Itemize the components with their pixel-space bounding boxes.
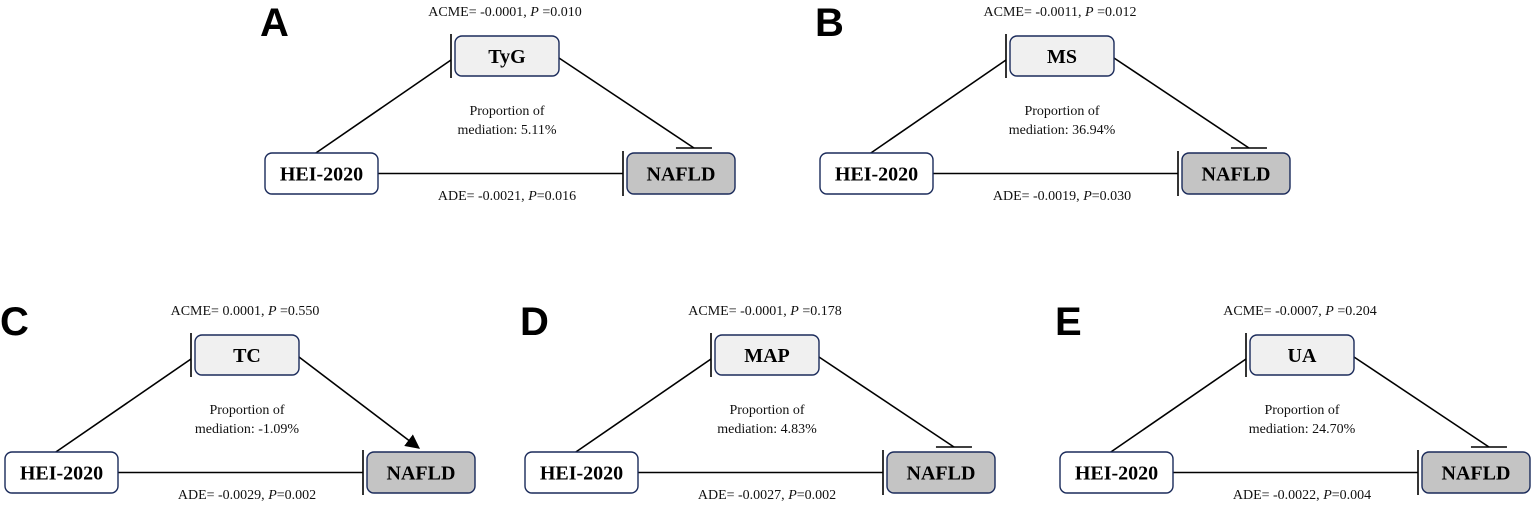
mediator-box bbox=[1009, 35, 1115, 77]
ade-label: ADE= -0.0022, P=0.004 bbox=[1233, 488, 1371, 503]
outcome-label: NAFLD bbox=[1202, 164, 1271, 186]
panel-letter: E bbox=[1055, 300, 1082, 344]
proportion-line-2: mediation: -1.09% bbox=[195, 422, 300, 437]
path-exposure-mediator bbox=[55, 358, 192, 453]
outcome-label: NAFLD bbox=[387, 463, 456, 485]
outcome-label: NAFLD bbox=[647, 164, 716, 186]
mediator-label: UA bbox=[1288, 345, 1317, 367]
path-mediator-outcome bbox=[818, 356, 955, 448]
outcome-box bbox=[366, 451, 476, 494]
exposure-label: HEI-2020 bbox=[1075, 463, 1158, 485]
path-mediator-outcome-arrow bbox=[298, 356, 420, 449]
proportion-line-1: Proportion of bbox=[469, 104, 544, 119]
proportion-line-1: Proportion of bbox=[209, 403, 284, 418]
exposure-box bbox=[4, 451, 119, 494]
outcome-box bbox=[886, 451, 996, 494]
mediator-box bbox=[714, 334, 820, 376]
mediator-label: MS bbox=[1047, 46, 1077, 68]
exposure-box bbox=[524, 451, 639, 494]
path-exposure-mediator bbox=[1110, 358, 1247, 453]
path-mediator-outcome bbox=[1113, 57, 1250, 149]
outcome-label: NAFLD bbox=[907, 463, 976, 485]
acme-label: ACME= -0.0001, P =0.010 bbox=[428, 5, 581, 20]
outcome-box bbox=[1181, 152, 1291, 195]
proportion-line-2: mediation: 36.94% bbox=[1009, 123, 1116, 138]
ade-label: ADE= -0.0021, P=0.016 bbox=[438, 189, 576, 204]
acme-label: ACME= -0.0001, P =0.178 bbox=[688, 304, 841, 319]
panel-letter: A bbox=[260, 1, 289, 45]
ade-label: ADE= -0.0027, P=0.002 bbox=[698, 488, 836, 503]
mediator-label: TC bbox=[233, 345, 261, 367]
acme-label: ACME= -0.0007, P =0.204 bbox=[1223, 304, 1376, 319]
proportion-line-2: mediation: 5.11% bbox=[457, 123, 556, 138]
proportion-line-1: Proportion of bbox=[729, 403, 804, 418]
proportion-line-1: Proportion of bbox=[1024, 104, 1099, 119]
path-mediator-outcome bbox=[1353, 356, 1490, 448]
exposure-label: HEI-2020 bbox=[835, 164, 918, 186]
acme-label: ACME= 0.0001, P =0.550 bbox=[171, 304, 320, 319]
exposure-box bbox=[1059, 451, 1174, 494]
outcome-box bbox=[626, 152, 736, 195]
acme-label: ACME= -0.0011, P =0.012 bbox=[984, 5, 1137, 20]
exposure-label: HEI-2020 bbox=[540, 463, 623, 485]
outcome-label: NAFLD bbox=[1442, 463, 1511, 485]
ade-label: ADE= -0.0019, P=0.030 bbox=[993, 189, 1131, 204]
exposure-box bbox=[264, 152, 379, 195]
mediator-box bbox=[454, 35, 560, 77]
path-exposure-mediator bbox=[870, 59, 1007, 154]
exposure-label: HEI-2020 bbox=[20, 463, 103, 485]
exposure-label: HEI-2020 bbox=[280, 164, 363, 186]
path-exposure-mediator bbox=[575, 358, 712, 453]
outcome-box bbox=[1421, 451, 1531, 494]
panel-letter: B bbox=[815, 1, 844, 45]
ade-label: ADE= -0.0029, P=0.002 bbox=[178, 488, 316, 503]
mediator-box bbox=[1249, 334, 1355, 376]
path-mediator-outcome bbox=[558, 57, 695, 149]
proportion-line-1: Proportion of bbox=[1264, 403, 1339, 418]
proportion-line-2: mediation: 24.70% bbox=[1249, 422, 1356, 437]
exposure-box bbox=[819, 152, 934, 195]
mediator-label: TyG bbox=[488, 46, 526, 68]
proportion-line-2: mediation: 4.83% bbox=[717, 422, 817, 437]
mediator-label: MAP bbox=[744, 345, 790, 367]
mediator-box bbox=[194, 334, 300, 376]
panel-letter: C bbox=[0, 300, 29, 344]
path-exposure-mediator bbox=[315, 59, 452, 154]
panel-letter: D bbox=[520, 300, 549, 344]
